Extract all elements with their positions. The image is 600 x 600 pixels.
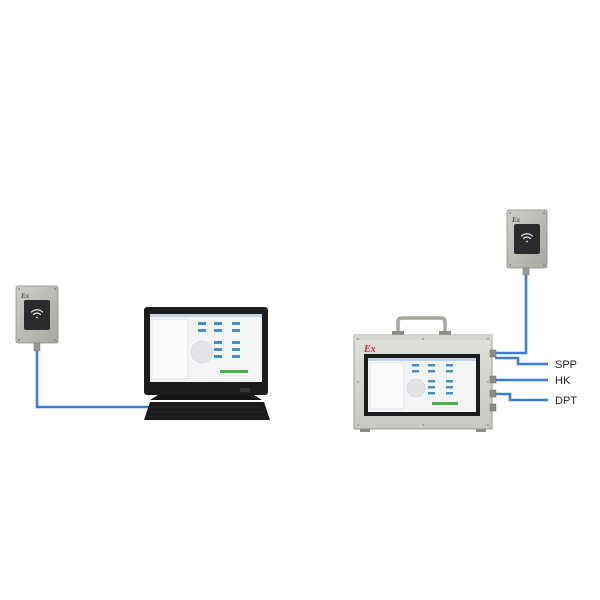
port-label-dpt: DPT — [555, 395, 577, 407]
wifi-icon — [30, 309, 44, 319]
cable-gland — [522, 267, 530, 276]
right-card-reader: Ex — [506, 209, 548, 276]
cable-dpt — [495, 392, 548, 402]
reader-face — [514, 224, 540, 254]
ex-mark: Ex — [511, 216, 521, 224]
all-in-one-computer — [144, 307, 270, 420]
ex-mark: Ex — [20, 292, 30, 300]
cable-left-reader-to-monitor — [35, 350, 150, 409]
cables — [35, 272, 548, 409]
ex-mark: Ex — [363, 344, 376, 355]
cable-right-reader-to-case — [492, 272, 528, 355]
wifi-icon — [520, 233, 534, 243]
reader-face — [24, 300, 50, 330]
port-label-hk: HK — [555, 375, 571, 387]
port-label-spp: SPP — [555, 359, 577, 371]
keyboard — [144, 402, 270, 420]
left-card-reader: Ex — [15, 285, 59, 352]
case-connectors — [489, 349, 497, 412]
explosion-proof-host: Ex — [353, 316, 497, 432]
cable-gland — [33, 342, 41, 352]
cable-spp — [495, 356, 548, 366]
case-handle — [396, 316, 447, 333]
port-labels: SPP HK DPT — [555, 359, 577, 407]
